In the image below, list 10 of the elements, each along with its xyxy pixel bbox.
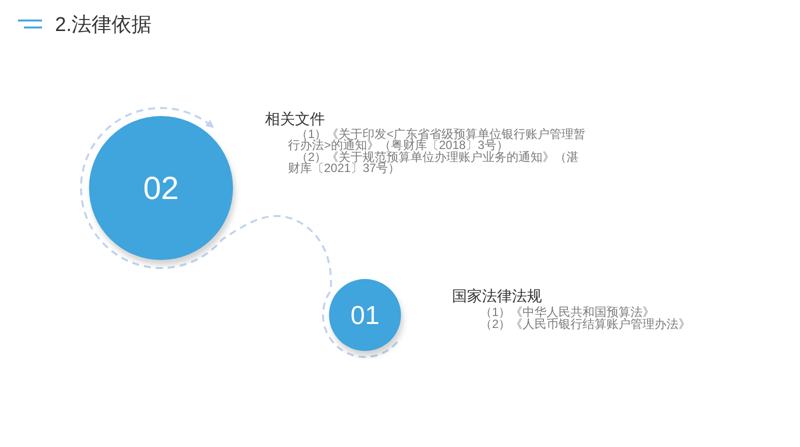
- document-item: （1）《关于印发<广东省省级预算单位银行账户管理暂行办法>的通知》（粤财库〔2018〕3号）: [288, 129, 587, 151]
- section-heading: 相关文件: [265, 111, 325, 128]
- document-item: （1）《中华人民共和国预算法》: [480, 307, 655, 318]
- document-item: （2）《人民币银行结算账户管理办法》: [480, 319, 692, 330]
- number-circle: 02: [89, 116, 233, 260]
- document-item: （2）《关于规范预算单位办理账户业务的通知》（湛财库〔2021〕37号）: [288, 152, 580, 174]
- number-circle: 01: [329, 279, 401, 351]
- dashed-arrow: [80, 107, 398, 358]
- section-heading: 国家法律法规: [452, 288, 542, 305]
- title: 2.法律依据: [55, 13, 152, 38]
